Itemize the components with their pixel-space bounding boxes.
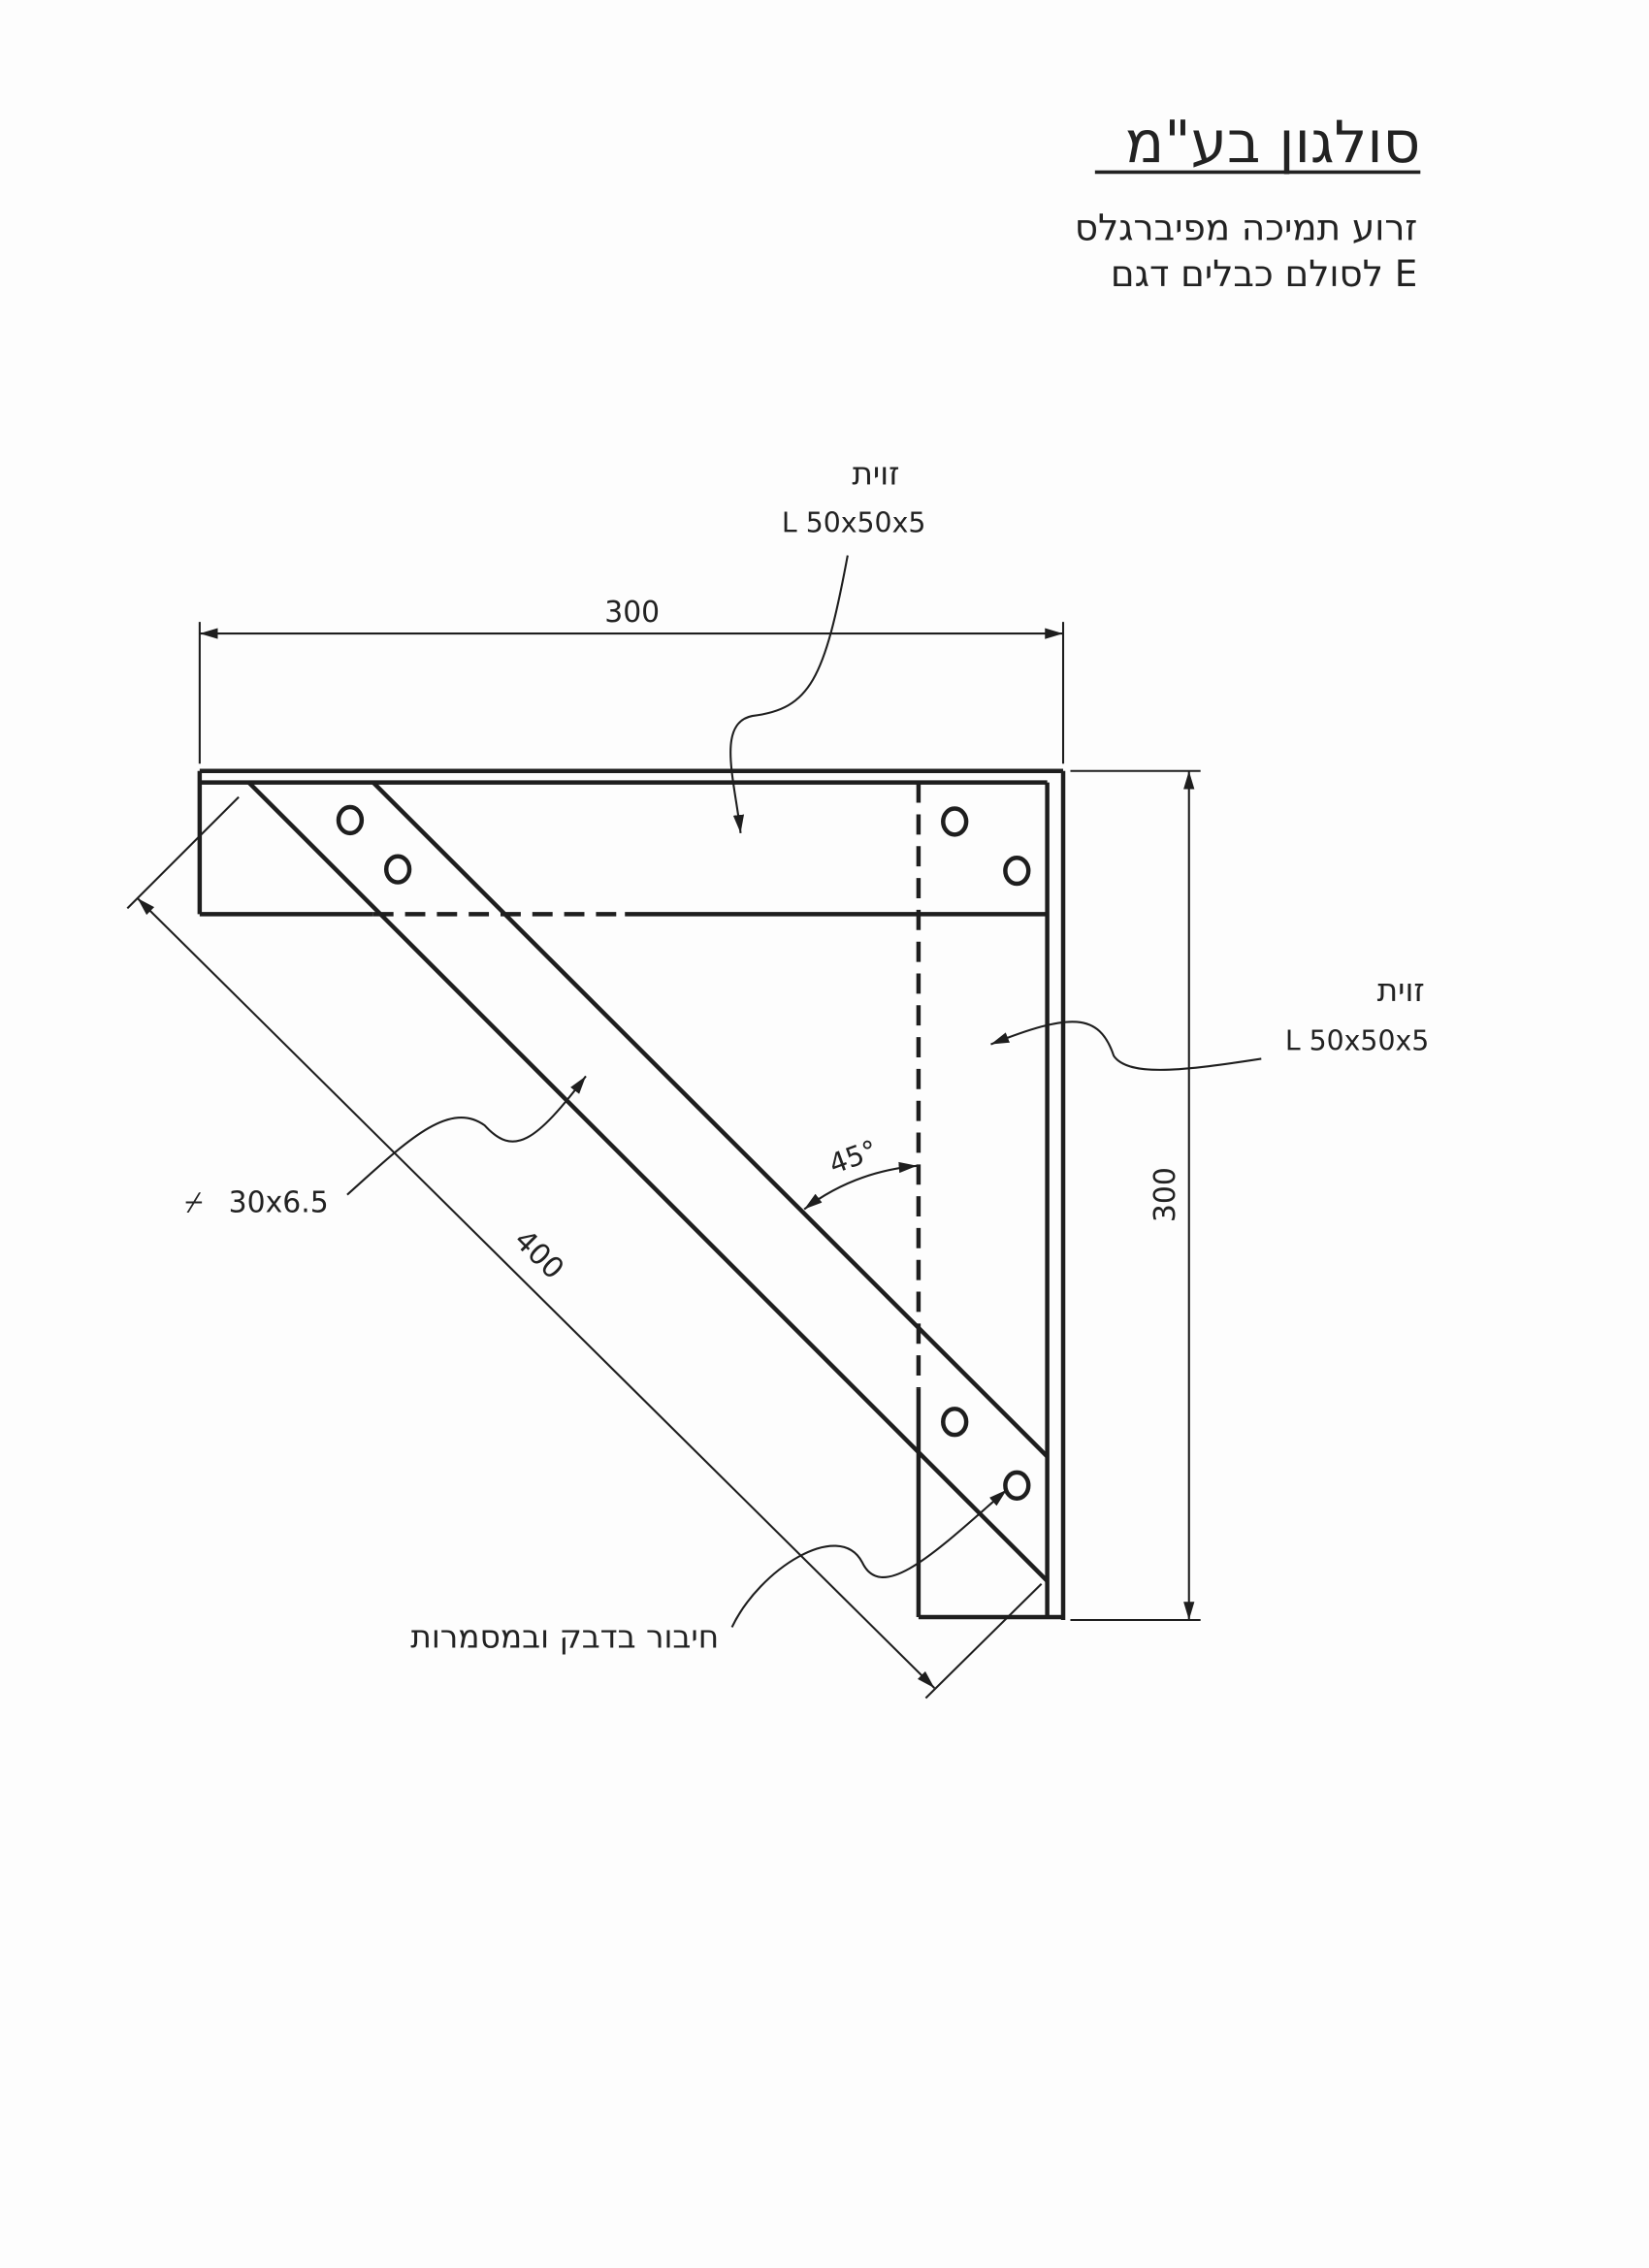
right-angle [916,770,1066,1620]
top-angle [197,768,1064,917]
subtitle-line2: לסולם כבלים דגם E [1111,252,1417,295]
strip-symbol-icon: ⌿ [185,1186,203,1220]
rivet-holes [336,804,1031,1501]
top-angle-spec: L 50x50x5 [782,507,925,539]
right-angle-leader [990,1021,1262,1071]
right-angle-name: זוית [1377,972,1425,1009]
connection-leader [730,1489,1008,1628]
hole [1003,855,1031,887]
diagonal-strip [246,781,1050,1583]
connection-label: חיבור בדבק ובמסמרות [410,1618,719,1655]
diagonal-dimension-value: 400 [507,1223,570,1286]
strip-leader [346,1075,587,1196]
strip-spec: 30x6.5 [229,1186,329,1220]
angle-45: 45° [803,1134,918,1211]
hole [383,854,412,885]
top-dimension-value: 300 [604,596,660,630]
company-title: סולגון בע"מ [1125,110,1421,177]
diagonal-dimension: 400 [126,795,1043,1700]
hole [1003,1470,1031,1501]
hole [941,1407,969,1438]
top-dimension: 300 [198,596,1065,764]
right-angle-spec: L 50x50x5 [1285,1025,1429,1057]
hole [941,806,969,837]
top-angle-name: זוית [852,456,899,493]
hole [336,804,365,836]
right-dimension: 300 [1070,769,1201,1622]
right-dimension-value: 300 [1148,1167,1182,1222]
top-angle-leader [729,555,849,833]
subtitle-line1: זרוע תמיכה מפיברגלס [1075,207,1418,249]
